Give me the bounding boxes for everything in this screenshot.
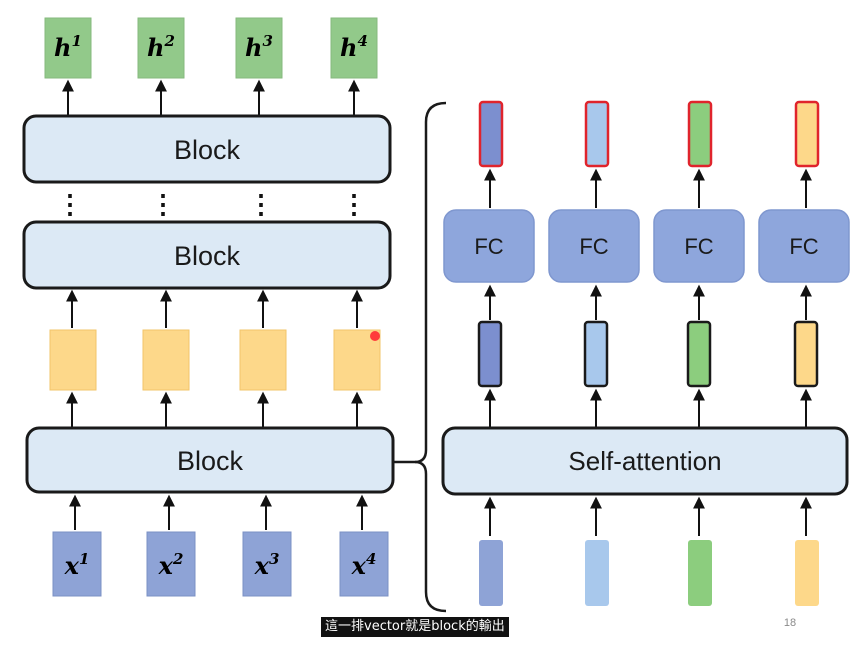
brace-upper bbox=[393, 101, 447, 464]
fc-box-4 bbox=[758, 209, 850, 283]
fc-label-2: FC bbox=[579, 234, 608, 259]
yellow-vector bbox=[239, 329, 287, 391]
intermediate-vectors bbox=[49, 329, 381, 391]
vdots: ⋮ bbox=[150, 189, 176, 219]
mid-arrows bbox=[66, 289, 363, 328]
self-attention-label: Self-attention bbox=[568, 446, 721, 476]
input-vectors-right bbox=[479, 540, 819, 606]
output-h4-box bbox=[330, 17, 378, 79]
input-x2-label: x2 bbox=[158, 550, 184, 580]
output-h4: h4 bbox=[330, 17, 378, 79]
vdots: ⋮ bbox=[57, 189, 83, 219]
output-h2-label: h2 bbox=[147, 32, 175, 62]
video-subtitle: 這一排vector就是block的輸出 bbox=[321, 617, 509, 637]
bottom-block bbox=[25, 426, 395, 494]
output-h1: h1 bbox=[44, 17, 92, 79]
input-x4-label: x4 bbox=[351, 550, 377, 580]
residual-output-vectors bbox=[478, 100, 820, 168]
in-vector-2 bbox=[585, 540, 609, 606]
self-attention-output-arrows bbox=[484, 388, 812, 428]
bottom-block-arrows bbox=[66, 391, 363, 428]
fc-labels: FC FC FC FC bbox=[474, 234, 818, 259]
ellipsis-dots: ⋮ ⋮ ⋮ ⋮ bbox=[57, 189, 367, 219]
output-h1-box bbox=[44, 17, 92, 79]
output-vector-1 bbox=[478, 100, 504, 168]
input-x1: x1 bbox=[52, 531, 102, 597]
fc-box-1 bbox=[443, 209, 535, 283]
mid-vector-1 bbox=[477, 320, 503, 388]
input-x2-box bbox=[146, 531, 196, 597]
fc-label-4: FC bbox=[789, 234, 818, 259]
output-h3-box bbox=[235, 17, 283, 79]
input-x3: x3 bbox=[242, 531, 292, 597]
middle-block-label: Block bbox=[174, 241, 241, 271]
input-x3-box bbox=[242, 531, 292, 597]
top-block bbox=[22, 114, 392, 184]
brace-lower bbox=[414, 460, 447, 613]
input-x1-label: x1 bbox=[64, 550, 90, 580]
input-x1-box bbox=[52, 531, 102, 597]
output-h1-label: h1 bbox=[54, 32, 82, 62]
fc-box-2 bbox=[548, 209, 640, 283]
fc-label-1: FC bbox=[474, 234, 503, 259]
yellow-vector bbox=[142, 329, 190, 391]
mid-vector-4 bbox=[793, 320, 819, 388]
output-h3-label: h3 bbox=[245, 32, 273, 62]
mid-vector-2 bbox=[583, 320, 609, 388]
input-x3-label: x3 bbox=[254, 550, 280, 580]
mid-vector-3 bbox=[686, 320, 712, 388]
vdots: ⋮ bbox=[341, 189, 367, 219]
input-x4: x4 bbox=[339, 531, 389, 597]
input-x2: x2 bbox=[146, 531, 196, 597]
attention-output-vectors bbox=[477, 320, 819, 388]
output-vector-2 bbox=[584, 100, 610, 168]
top-output-arrows bbox=[62, 79, 360, 116]
fc-output-arrows bbox=[484, 168, 812, 208]
in-vector-3 bbox=[688, 540, 712, 606]
yellow-vector bbox=[49, 329, 97, 391]
in-vector-1 bbox=[479, 540, 503, 606]
output-vector-3 bbox=[687, 100, 713, 168]
fc-layers bbox=[443, 209, 850, 283]
input-x4-box bbox=[339, 531, 389, 597]
input-arrows bbox=[69, 494, 368, 530]
output-h3: h3 bbox=[235, 17, 283, 79]
vdots: ⋮ bbox=[248, 189, 274, 219]
output-h2: h2 bbox=[137, 17, 185, 79]
middle-block bbox=[22, 220, 392, 290]
self-attention-block bbox=[441, 426, 849, 496]
output-h4-label: h4 bbox=[340, 32, 368, 62]
self-attention-input-arrows bbox=[484, 496, 812, 536]
fc-box-3 bbox=[653, 209, 745, 283]
output-h2-box bbox=[137, 17, 185, 79]
fc-input-arrows bbox=[484, 284, 812, 320]
cursor-pointer-icon bbox=[370, 331, 380, 341]
output-vector-4 bbox=[794, 100, 820, 168]
bottom-block-label: Block bbox=[177, 446, 244, 476]
in-vector-4 bbox=[795, 540, 819, 606]
top-block-label: Block bbox=[174, 135, 241, 165]
slide-number: 18 bbox=[784, 617, 796, 629]
fc-label-3: FC bbox=[684, 234, 713, 259]
